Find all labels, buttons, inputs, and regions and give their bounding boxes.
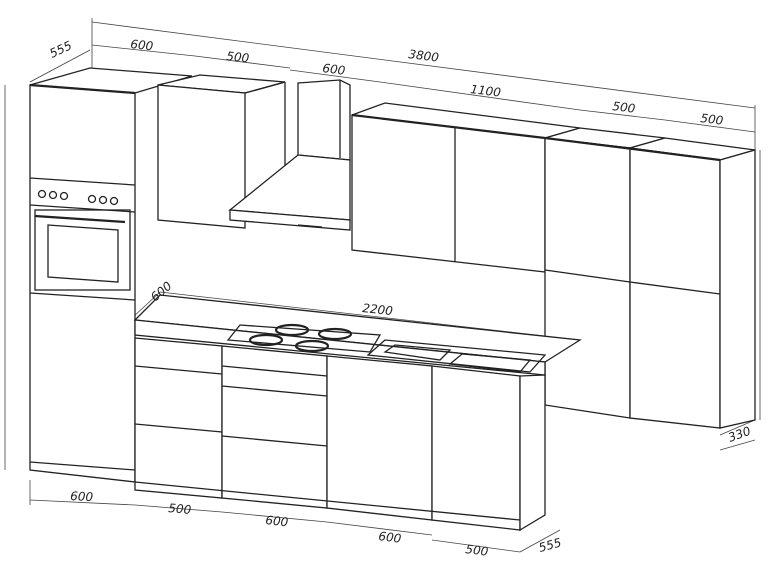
dim-worktop-length: 2200 — [362, 301, 394, 318]
dim-right-tall-2: 500 — [700, 111, 725, 128]
dim-bottom-5: 500 — [465, 542, 490, 559]
oven-knobs — [37, 189, 119, 206]
sink — [366, 339, 547, 373]
tall-units-right — [544, 127, 756, 429]
worktop — [133, 294, 582, 376]
dim-wall-cab-width: 500 — [226, 49, 251, 65]
dimension-labels: 555 600 500 3800 600 1100 500 500 600 22… — [47, 37, 753, 559]
cooktop — [226, 323, 382, 353]
dim-bottom-1: 600 — [70, 489, 94, 504]
dim-wall-pair-width: 1100 — [470, 82, 502, 100]
dim-tall-depth: 555 — [47, 38, 74, 60]
tall-oven-unit — [29, 67, 193, 483]
base-units — [134, 337, 546, 532]
extractor-hood — [228, 79, 351, 231]
oven-door — [34, 209, 131, 291]
wall-cabinet-500 — [157, 74, 286, 229]
dim-bottom-4: 600 — [378, 529, 403, 546]
dim-right-tall-1: 500 — [612, 99, 637, 116]
dimension-lines — [4, 18, 761, 553]
wall-cabinets-1100 — [351, 102, 581, 273]
dim-tall-width: 600 — [130, 37, 155, 53]
dim-bottom-3: 600 — [265, 513, 290, 529]
dim-total-width: 3800 — [408, 47, 440, 65]
dim-bottom-depth: 555 — [537, 535, 563, 554]
dim-hood-width: 600 — [322, 61, 347, 78]
dim-bottom-2: 500 — [168, 501, 192, 517]
